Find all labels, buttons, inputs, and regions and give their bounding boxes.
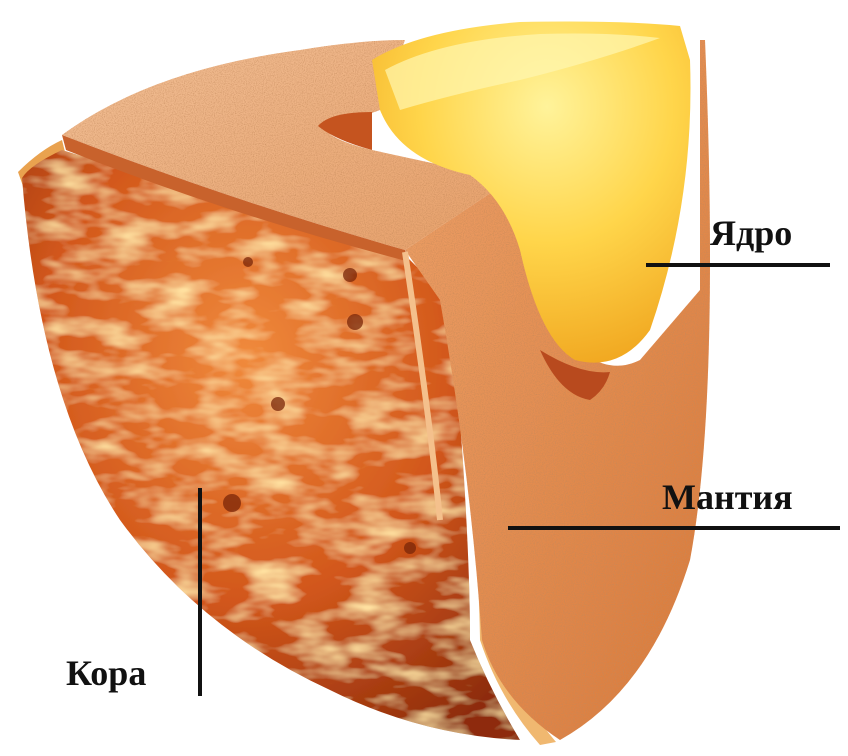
core-label: Ядро bbox=[710, 213, 792, 253]
crust-label: Кора bbox=[66, 653, 146, 693]
mantle-label: Мантия bbox=[662, 477, 793, 517]
